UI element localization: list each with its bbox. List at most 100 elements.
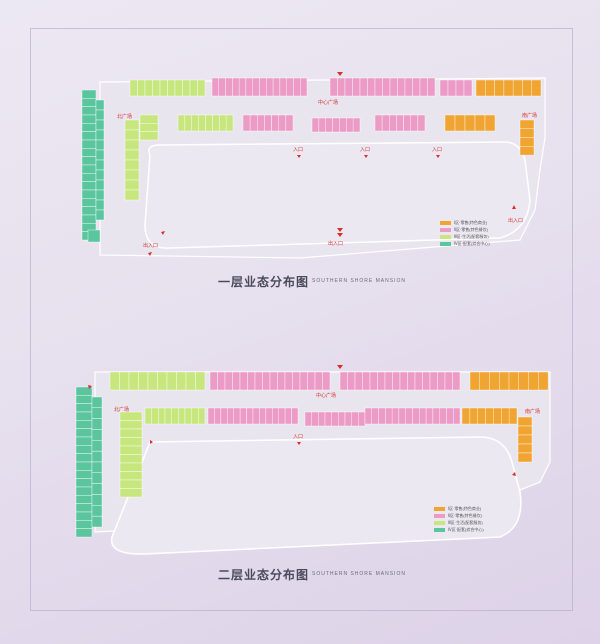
shop-unit[interactable] (119, 420, 143, 430)
shop-unit[interactable] (404, 77, 413, 97)
shop-unit[interactable] (352, 77, 361, 97)
shop-unit[interactable] (178, 407, 186, 425)
shop-unit[interactable] (225, 77, 233, 97)
shop-unit[interactable] (512, 79, 523, 97)
shop-unit[interactable] (300, 77, 308, 97)
shop-unit[interactable] (91, 505, 103, 517)
shop-unit[interactable] (362, 371, 371, 391)
shop-unit[interactable] (519, 146, 535, 156)
shop-unit[interactable] (396, 114, 404, 132)
shop-unit[interactable] (81, 139, 97, 149)
shop-unit[interactable] (389, 77, 398, 97)
shop-unit[interactable] (81, 214, 97, 224)
shop-unit[interactable] (87, 229, 101, 243)
shop-unit[interactable] (124, 139, 140, 151)
shop-unit[interactable] (182, 79, 191, 97)
shop-unit[interactable] (501, 407, 510, 425)
shop-unit[interactable] (124, 149, 140, 161)
shop-unit[interactable] (91, 407, 103, 419)
shop-unit[interactable] (272, 407, 279, 425)
shop-unit[interactable] (191, 114, 199, 132)
shop-unit[interactable] (95, 119, 105, 131)
shop-unit[interactable] (419, 407, 427, 425)
shop-unit[interactable] (139, 131, 159, 141)
shop-unit[interactable] (95, 109, 105, 121)
shop-unit[interactable] (147, 371, 158, 391)
shop-unit[interactable] (75, 511, 93, 521)
shop-unit[interactable] (517, 443, 533, 454)
shop-unit[interactable] (432, 407, 440, 425)
shop-unit[interactable] (209, 371, 218, 391)
shop-unit[interactable] (119, 479, 143, 489)
shop-unit[interactable] (279, 77, 287, 97)
shop-unit[interactable] (284, 371, 293, 391)
shop-unit[interactable] (220, 407, 228, 425)
shop-unit[interactable] (469, 407, 478, 425)
shop-unit[interactable] (414, 371, 423, 391)
shop-unit[interactable] (464, 114, 476, 132)
shop-unit[interactable] (75, 528, 93, 538)
shop-unit[interactable] (419, 77, 428, 97)
shop-unit[interactable] (397, 77, 406, 97)
shop-unit[interactable] (95, 129, 105, 141)
shop-unit[interactable] (479, 371, 490, 391)
shop-unit[interactable] (119, 428, 143, 438)
shop-unit[interactable] (238, 77, 247, 97)
shop-unit[interactable] (167, 79, 176, 97)
shop-unit[interactable] (239, 407, 247, 425)
shop-unit[interactable] (184, 407, 192, 425)
shop-unit[interactable] (266, 77, 274, 97)
shop-unit[interactable] (75, 503, 93, 513)
shop-unit[interactable] (454, 114, 466, 132)
shop-unit[interactable] (176, 371, 187, 391)
shop-unit[interactable] (91, 515, 103, 528)
shop-unit[interactable] (164, 407, 172, 425)
shop-unit[interactable] (391, 407, 400, 425)
shop-unit[interactable] (519, 137, 535, 147)
shop-unit[interactable] (91, 483, 103, 495)
shop-unit[interactable] (139, 123, 159, 132)
shop-unit[interactable] (517, 452, 533, 463)
shop-unit[interactable] (412, 407, 420, 425)
shop-unit[interactable] (81, 98, 97, 107)
shop-unit[interactable] (119, 454, 143, 464)
shop-unit[interactable] (139, 114, 159, 124)
shop-unit[interactable] (109, 371, 120, 391)
shop-unit[interactable] (246, 407, 254, 425)
shop-unit[interactable] (304, 411, 312, 427)
shop-unit[interactable] (144, 79, 153, 97)
shop-unit[interactable] (249, 114, 258, 132)
shop-unit[interactable] (318, 117, 326, 133)
shop-unit[interactable] (197, 79, 206, 97)
shop-unit[interactable] (439, 407, 447, 425)
shop-unit[interactable] (75, 420, 93, 429)
shop-unit[interactable] (81, 114, 97, 124)
shop-unit[interactable] (81, 148, 97, 157)
shop-unit[interactable] (239, 371, 248, 391)
shop-unit[interactable] (207, 407, 215, 425)
shop-unit[interactable] (95, 179, 105, 191)
shop-unit[interactable] (95, 169, 105, 181)
shop-unit[interactable] (158, 407, 166, 425)
shop-unit[interactable] (95, 99, 105, 111)
shop-unit[interactable] (331, 411, 339, 427)
shop-unit[interactable] (374, 114, 383, 132)
shop-unit[interactable] (364, 407, 373, 425)
shop-unit[interactable] (517, 416, 533, 427)
shop-unit[interactable] (75, 411, 93, 421)
shop-unit[interactable] (508, 371, 520, 391)
shop-unit[interactable] (75, 470, 93, 479)
shop-unit[interactable] (95, 159, 105, 171)
shop-unit[interactable] (469, 371, 481, 391)
shop-unit[interactable] (318, 411, 326, 427)
shop-unit[interactable] (517, 425, 533, 436)
shop-unit[interactable] (174, 79, 183, 97)
shop-unit[interactable] (254, 371, 263, 391)
shop-unit[interactable] (159, 79, 168, 97)
shop-unit[interactable] (377, 371, 386, 391)
shop-unit[interactable] (195, 371, 206, 391)
shop-unit[interactable] (425, 407, 434, 425)
shop-unit[interactable] (352, 117, 361, 133)
shop-unit[interactable] (346, 117, 354, 133)
shop-unit[interactable] (485, 79, 495, 97)
